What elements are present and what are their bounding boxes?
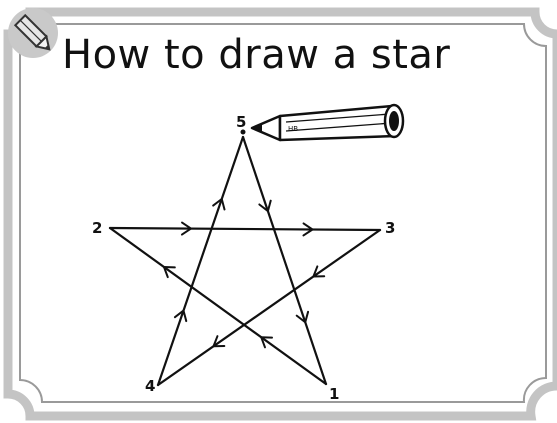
star-stroke-5-1 xyxy=(243,137,326,384)
vertex-label-1: 1 xyxy=(329,385,339,403)
star-stroke-2-3 xyxy=(110,228,380,230)
vertex-label-2: 2 xyxy=(92,219,102,237)
star-stroke-3-4 xyxy=(158,230,380,385)
star-stroke-4-5 xyxy=(158,137,243,385)
vertex-label-3: 3 xyxy=(385,219,395,237)
star-stroke-1-2 xyxy=(110,228,326,384)
vertex-label-4: 4 xyxy=(145,377,155,395)
vertex-label-5: 5 xyxy=(236,113,246,131)
